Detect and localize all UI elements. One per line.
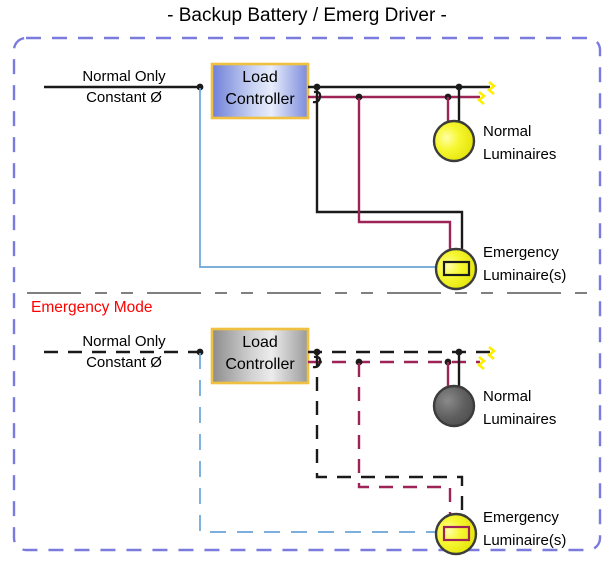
end-cap-maroon-emergency [476,355,487,371]
emergency-mode-heading: Emergency Mode [31,299,153,316]
feed-label-normal-numerator: Normal Only [82,68,166,85]
emergency-run-black-normal [315,88,464,255]
emergency-run-maroon-normal [357,98,452,255]
feed-label-emergency-denominator: Constant Ø [86,354,162,371]
constant-hot-wire-emergency [199,353,444,533]
load-controller-normal [210,62,310,120]
load-controller-label-normal-line1: Load [242,69,278,86]
normal-luminaire-lamp-off [432,384,476,428]
feed-junction-dot-emergency [196,348,204,356]
end-cap-black-normal [486,80,497,96]
emergency-luminaire-lamp [434,247,478,291]
load-controller-emergency [210,327,310,385]
normal-luminaire-off-label-line1: Normal [483,388,532,405]
normal-luminaire-label-line2: Luminaires [483,146,557,163]
bus-dot-black-a-normal [313,83,321,91]
end-cap-black-emergency [486,345,497,361]
end-cap-maroon-normal [476,90,487,106]
enclosure-border [12,36,602,552]
feed-junction-dot-normal [196,83,204,91]
load-controller-label-emergency-line2: Controller [225,356,295,373]
emergency-run-maroon-emergency [357,363,452,520]
emergency-luminaire-label-line2: Luminaire(s) [483,267,567,284]
page-title: - Backup Battery / Emerg Driver - [167,5,447,26]
feed-label-normal-denominator: Constant Ø [86,89,162,106]
emergency-luminaire-label-line1: Emergency [483,244,559,261]
load-controller-label-normal-line2: Controller [225,91,295,108]
bus-dot-maroon-a-emergency [355,358,363,366]
constant-hot-wire-normal [199,88,444,268]
emergency-luminaire-lamp-on [434,512,478,556]
emergency-luminaire-on-label-line1: Emergency [483,509,559,526]
emergency-run-black-emergency [315,353,464,520]
emergency-luminaire-on-label-line2: Luminaire(s) [483,532,567,549]
battery-icon-emergency [442,525,471,542]
battery-icon-normal [442,260,471,277]
normal-luminaire-off-label-line2: Luminaires [483,411,557,428]
load-controller-label-emergency-line1: Load [242,334,278,351]
normal-luminaire-lamp [432,119,476,163]
bus-dot-black-a-emergency [313,348,321,356]
feed-label-emergency-numerator: Normal Only [82,333,166,350]
normal-luminaire-label-line1: Normal [483,123,532,140]
bus-dot-maroon-a-normal [355,93,363,101]
